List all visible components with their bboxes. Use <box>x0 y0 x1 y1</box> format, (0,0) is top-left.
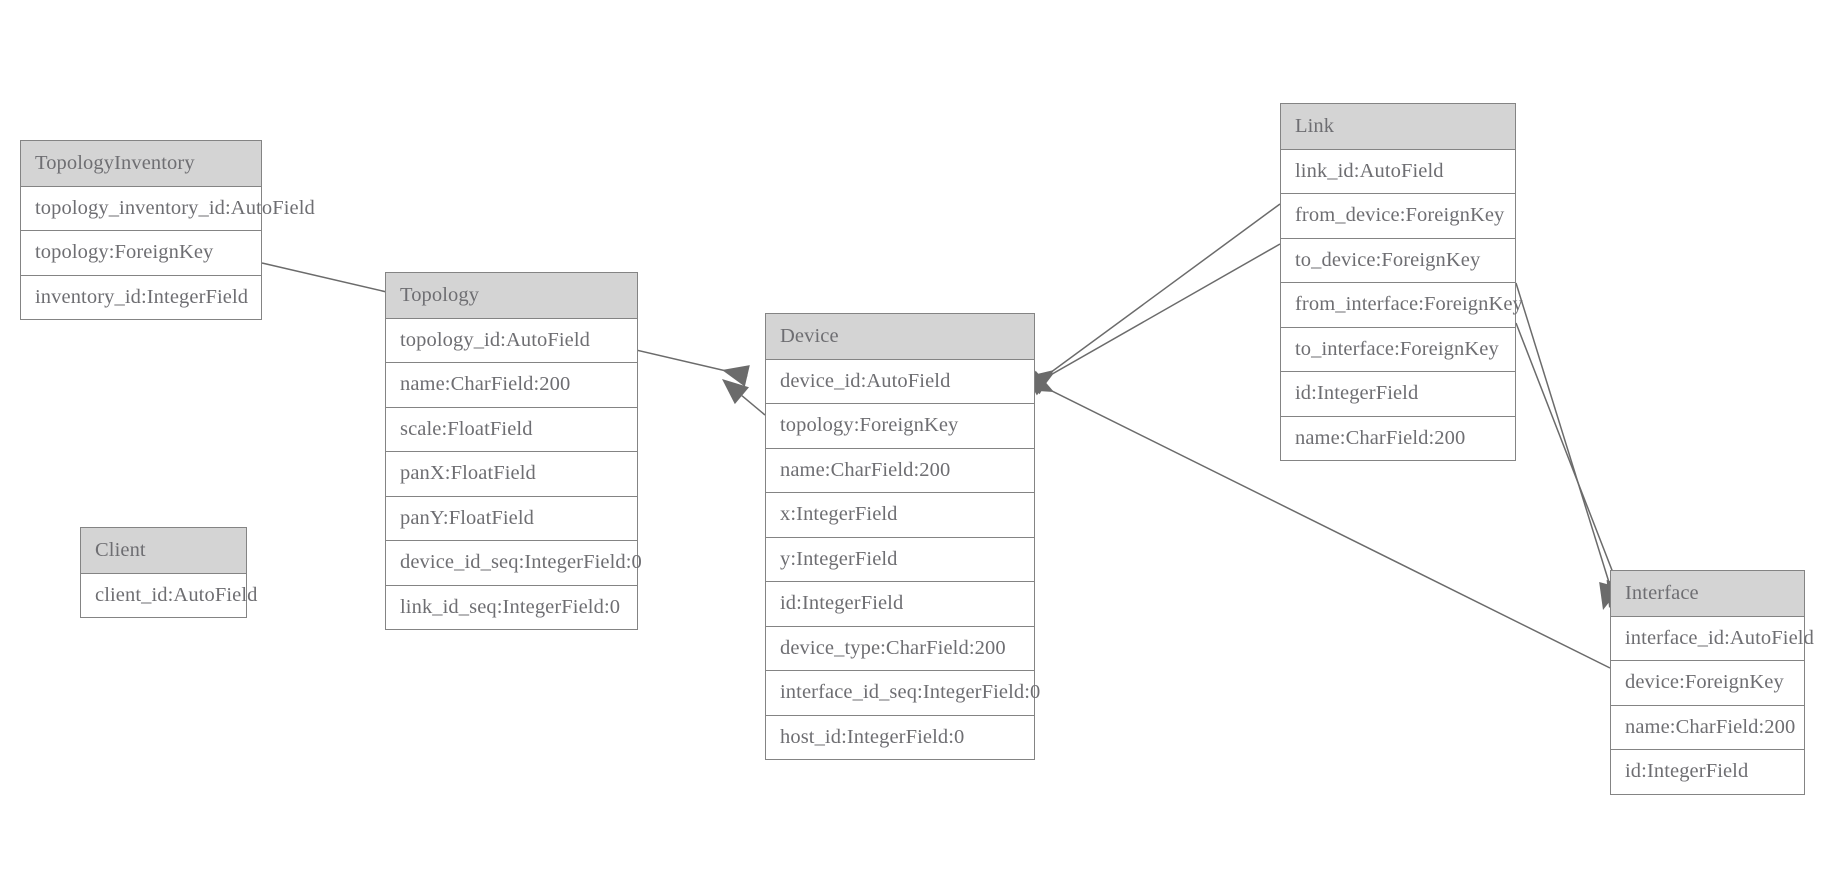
entity-title-client: Client <box>81 528 246 574</box>
entity-field-device-6[interactable]: device_type:CharField:200 <box>766 626 1034 671</box>
entity-field-interface-2[interactable]: name:CharField:200 <box>1611 705 1804 750</box>
relationship-rel-link-to-interface <box>1515 322 1628 608</box>
entity-field-interface-1[interactable]: device:ForeignKey <box>1611 661 1804 706</box>
entity-field-topology-3[interactable]: panX:FloatField <box>386 452 637 497</box>
relationship-line <box>1031 243 1281 387</box>
entity-field-link-5[interactable]: id:IntegerField <box>1281 372 1515 417</box>
entity-field-device-1[interactable]: topology:ForeignKey <box>766 404 1034 449</box>
entity-field-device-0[interactable]: device_id:AutoField <box>766 359 1034 404</box>
entity-field-link-1[interactable]: from_device:ForeignKey <box>1281 194 1515 239</box>
entity-field-link-3[interactable]: from_interface:ForeignKey <box>1281 283 1523 328</box>
relationship-line <box>1515 282 1611 586</box>
entity-field-interface-3[interactable]: id:IntegerField <box>1611 750 1804 794</box>
relationship-rel-device-topology <box>722 379 766 416</box>
entity-field-device-8[interactable]: host_id:IntegerField:0 <box>766 715 1034 759</box>
entity-field-topology-1[interactable]: name:CharField:200 <box>386 363 637 408</box>
entity-field-device-5[interactable]: id:IntegerField <box>766 582 1034 627</box>
entity-field-device-3[interactable]: x:IntegerField <box>766 493 1034 538</box>
relationship-rel-link-from-device <box>1026 203 1281 395</box>
entity-field-interface-0[interactable]: interface_id:AutoField <box>1611 616 1814 661</box>
relationship-arrowhead <box>722 379 749 405</box>
entity-title-link: Link <box>1281 104 1515 150</box>
entity-field-topology-5[interactable]: device_id_seq:IntegerField:0 <box>386 541 642 586</box>
entity-field-topology_inventory-2[interactable]: inventory_id:IntegerField <box>21 275 261 319</box>
entity-field-device-7[interactable]: interface_id_seq:IntegerField:0 <box>766 671 1040 716</box>
entity-field-topology-2[interactable]: scale:FloatField <box>386 407 637 452</box>
entity-field-client-0[interactable]: client_id:AutoField <box>81 573 257 617</box>
relationship-line <box>1032 203 1281 386</box>
entity-field-device-4[interactable]: y:IntegerField <box>766 537 1034 582</box>
entity-title-topology_inventory: TopologyInventory <box>21 141 261 187</box>
relationship-line <box>1515 322 1618 584</box>
entity-field-link-4[interactable]: to_interface:ForeignKey <box>1281 327 1515 372</box>
entity-field-link-6[interactable]: name:CharField:200 <box>1281 416 1515 460</box>
relationship-arrowhead <box>722 365 750 387</box>
entity-field-topology-4[interactable]: panY:FloatField <box>386 496 637 541</box>
entity-title-device: Device <box>766 314 1034 360</box>
entity-field-link-2[interactable]: to_device:ForeignKey <box>1281 238 1515 283</box>
entity-field-topology-0[interactable]: topology_id:AutoField <box>386 318 637 363</box>
entity-field-topology_inventory-0[interactable]: topology_inventory_id:AutoField <box>21 186 315 231</box>
entity-title-topology: Topology <box>386 273 637 319</box>
entity-field-link-0[interactable]: link_id:AutoField <box>1281 149 1515 194</box>
entity-field-device-2[interactable]: name:CharField:200 <box>766 448 1034 493</box>
entity-title-interface: Interface <box>1611 571 1804 617</box>
relationship-rel-link-to-device <box>1025 243 1281 396</box>
entity-field-topology-6[interactable]: link_id_seq:IntegerField:0 <box>386 585 637 629</box>
entity-field-topology_inventory-1[interactable]: topology:ForeignKey <box>21 231 261 276</box>
relationship-rel-link-from-interface <box>1515 282 1621 610</box>
relationship-line <box>741 395 766 416</box>
